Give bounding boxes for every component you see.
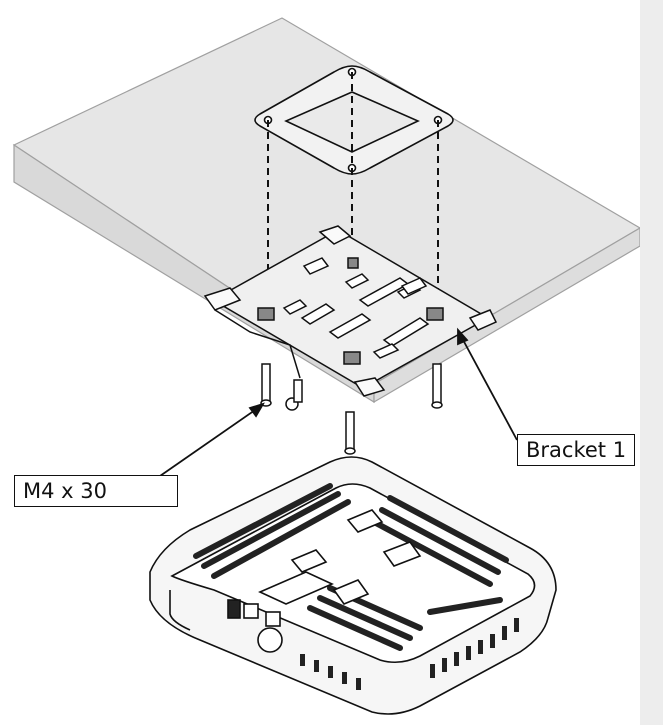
access-point [149,456,557,715]
bracket-label: Bracket 1 [517,434,636,466]
screws [260,363,443,455]
leader-lines [159,327,518,477]
screw-label: M4 x 30 [14,475,178,507]
bracket-1 [203,225,498,397]
side-strip [640,0,663,725]
ceiling-panel [12,17,642,404]
